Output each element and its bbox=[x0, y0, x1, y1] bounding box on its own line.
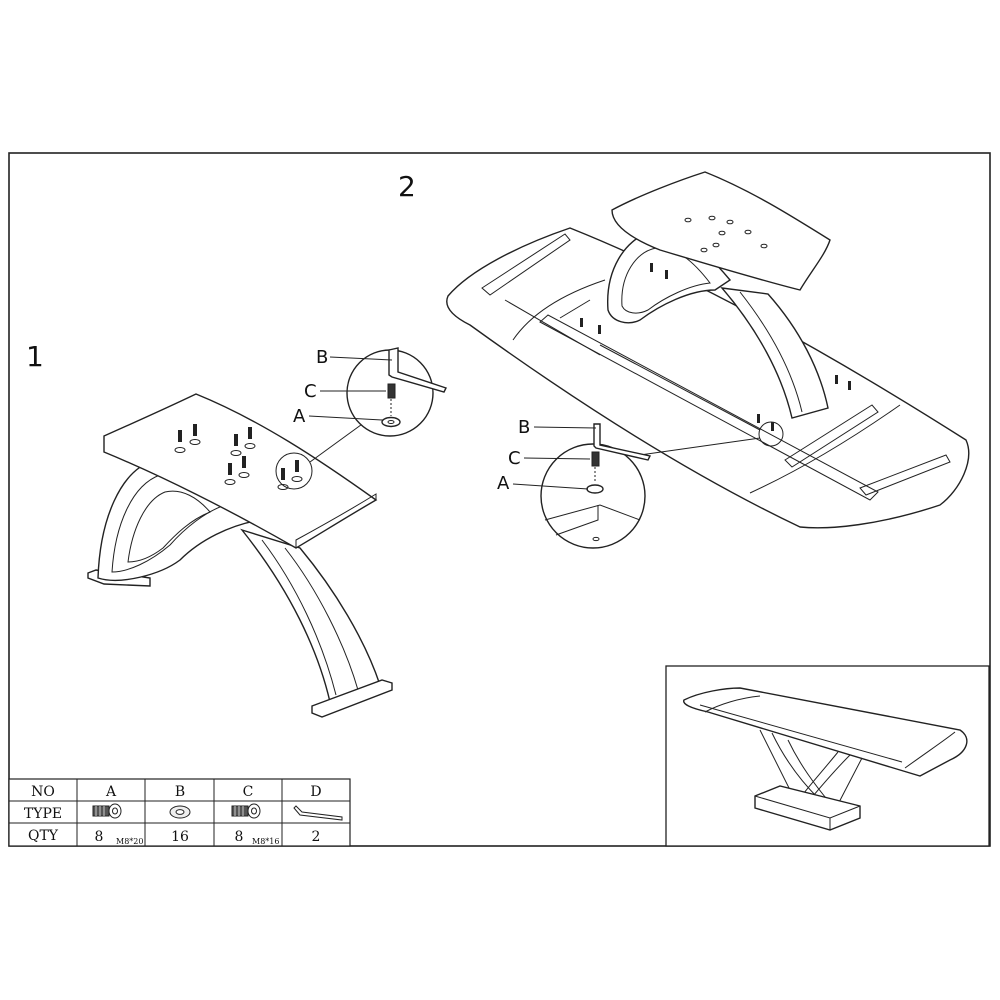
part-b-no: B bbox=[175, 784, 185, 800]
parts-table: NO TYPE QTY A B C D 8 M8*20 1 bbox=[8, 778, 351, 847]
part-c-qty: 8 bbox=[235, 829, 244, 845]
step-number-1: 1 bbox=[26, 340, 44, 373]
part-a-qty: 8 bbox=[95, 829, 104, 845]
step1-table-drawing bbox=[87, 347, 447, 718]
step2-callouts: B C A bbox=[497, 417, 597, 494]
step2-detail-circle bbox=[540, 443, 646, 549]
step2-table-drawing bbox=[446, 171, 970, 549]
parts-row-label-no: NO bbox=[31, 784, 55, 800]
bolt-icon bbox=[92, 803, 122, 819]
part-b-qty: 16 bbox=[171, 829, 189, 845]
step1-callout-c: C bbox=[304, 381, 317, 402]
parts-row-label-type: TYPE bbox=[24, 806, 62, 822]
part-d-no: D bbox=[310, 784, 321, 800]
step2-callout-a: A bbox=[497, 473, 510, 494]
part-d-qty: 2 bbox=[312, 829, 321, 845]
part-a-spec: M8*20 bbox=[116, 837, 143, 846]
step1-callout-a: A bbox=[293, 406, 306, 427]
bolt-icon bbox=[231, 803, 261, 819]
step1-callout-b: B bbox=[316, 347, 328, 368]
part-a-no: A bbox=[105, 784, 117, 800]
allen-key-icon bbox=[293, 805, 343, 821]
washer-icon bbox=[169, 805, 191, 819]
step1-callouts: B C A bbox=[293, 347, 393, 427]
parts-row-label-qty: QTY bbox=[28, 828, 59, 844]
finished-table-inset bbox=[665, 665, 990, 847]
step-number-2: 2 bbox=[398, 170, 416, 203]
part-c-spec: M8*16 bbox=[252, 837, 279, 846]
sheet-frame bbox=[8, 152, 991, 847]
step2-callout-c: C bbox=[508, 448, 521, 469]
step2-callout-b: B bbox=[518, 417, 530, 438]
part-c-no: C bbox=[243, 784, 254, 800]
